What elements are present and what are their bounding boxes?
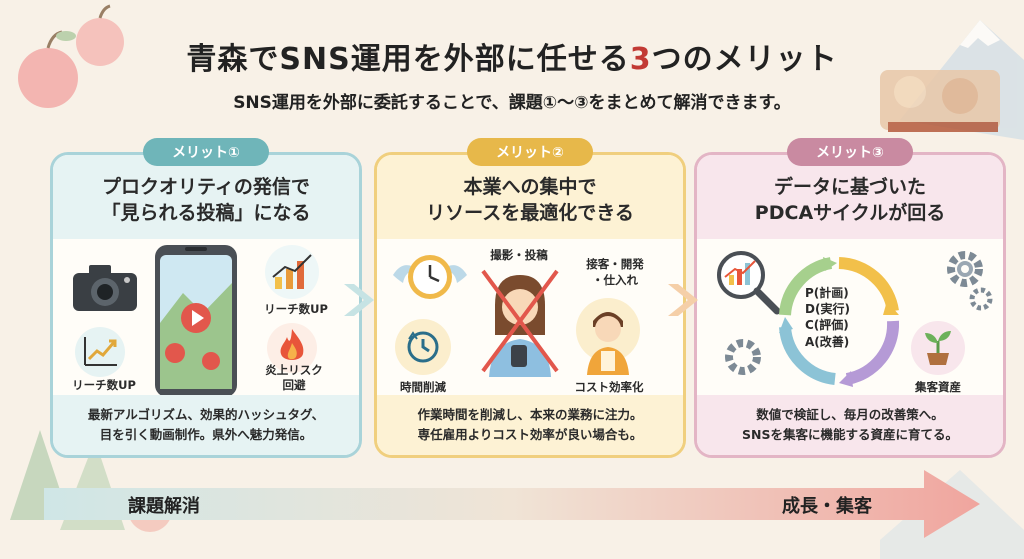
smartphone-video-icon xyxy=(155,245,237,397)
merit-card-1-illustration: リーチ数UP リーチ数UP 炎上リスク回避 xyxy=(53,239,359,401)
magnifier-analytics-icon xyxy=(717,251,781,315)
gear-icon xyxy=(947,251,983,287)
merit-card-1-title: プロクオリティの発信で「見られる投稿」になる xyxy=(53,155,359,239)
merit-badge-2: メリット② xyxy=(467,138,593,166)
merit-card-2: 本業への集中でリソースを最適化できる 時間削減 撮影・投稿 xyxy=(374,152,686,458)
page-title: 青森でSNS運用を外部に任せる3つのメリット xyxy=(186,42,838,77)
time-reduction-label: 時間削減 xyxy=(400,380,446,394)
merit-card-2-illustration: 時間削減 撮影・投稿 接客・開発・仕入れ コスト効率化 xyxy=(377,239,683,401)
gear-bottom-icon xyxy=(725,339,761,375)
shop-worker-icon xyxy=(576,298,640,375)
fire-icon xyxy=(280,329,304,360)
time-reduction-icon xyxy=(407,331,439,363)
small-gear-icon xyxy=(969,287,993,311)
merit-card-1-description: 最新アルゴリズム、効果的ハッシュタグ、目を引く動画制作。県外へ魅力発信。 xyxy=(53,395,359,455)
flow-end-label: 成長・集客 xyxy=(782,496,872,517)
flow-start-label: 課題解消 xyxy=(128,496,200,517)
page-subtitle: SNS運用を外部に委託することで、課題①〜③をまとめて解消できます。 xyxy=(233,93,791,113)
reach-up-label-right: リーチ数UP xyxy=(264,302,328,316)
stressed-person-crossed-icon xyxy=(481,269,559,377)
cost-efficiency-label: コスト効率化 xyxy=(574,380,644,394)
bar-chart-icon xyxy=(272,254,312,289)
shooting-posting-label: 撮影・投稿 xyxy=(490,248,548,262)
merit-badge-1: メリット① xyxy=(143,138,269,166)
flaming-risk-label: 炎上リスク回避 xyxy=(265,363,323,392)
camera-icon xyxy=(73,265,137,311)
merit-card-1: プロクオリティの発信で「見られる投稿」になる リーチ数UP xyxy=(50,152,362,458)
customer-service-label: 接客・開発・仕入れ xyxy=(586,257,644,287)
rising-chart-icon xyxy=(84,337,117,366)
chevron-right-icon xyxy=(344,284,374,316)
sprout-icon xyxy=(925,331,951,365)
merit-card-3-illustration: P(計画) D(実行) C(評価) A(改善) 集客資産 xyxy=(697,239,1003,401)
customer-asset-label: 集客資産 xyxy=(915,380,961,394)
chevron-right-icon-2 xyxy=(668,284,698,316)
merit-card-2-description: 作業時間を削減し、本来の業務に注力。専任雇用よりコスト効率が良い場合も。 xyxy=(377,395,683,455)
title-number: 3 xyxy=(629,42,652,77)
reach-up-label-left: リーチ数UP xyxy=(72,378,136,392)
pdca-cycle-icon xyxy=(779,257,899,387)
merit-card-3-description: 数値で検証し、毎月の改善策へ。SNSを集客に機能する資産に育てる。 xyxy=(697,395,1003,455)
merit-card-2-title: 本業への集中でリソースを最適化できる xyxy=(377,155,683,239)
progress-flow-arrow xyxy=(44,470,980,538)
merit-badge-3: メリット③ xyxy=(787,138,913,166)
winged-clock-icon xyxy=(393,255,467,299)
pdca-labels: P(計画) D(実行) C(評価) A(改善) xyxy=(805,286,850,349)
